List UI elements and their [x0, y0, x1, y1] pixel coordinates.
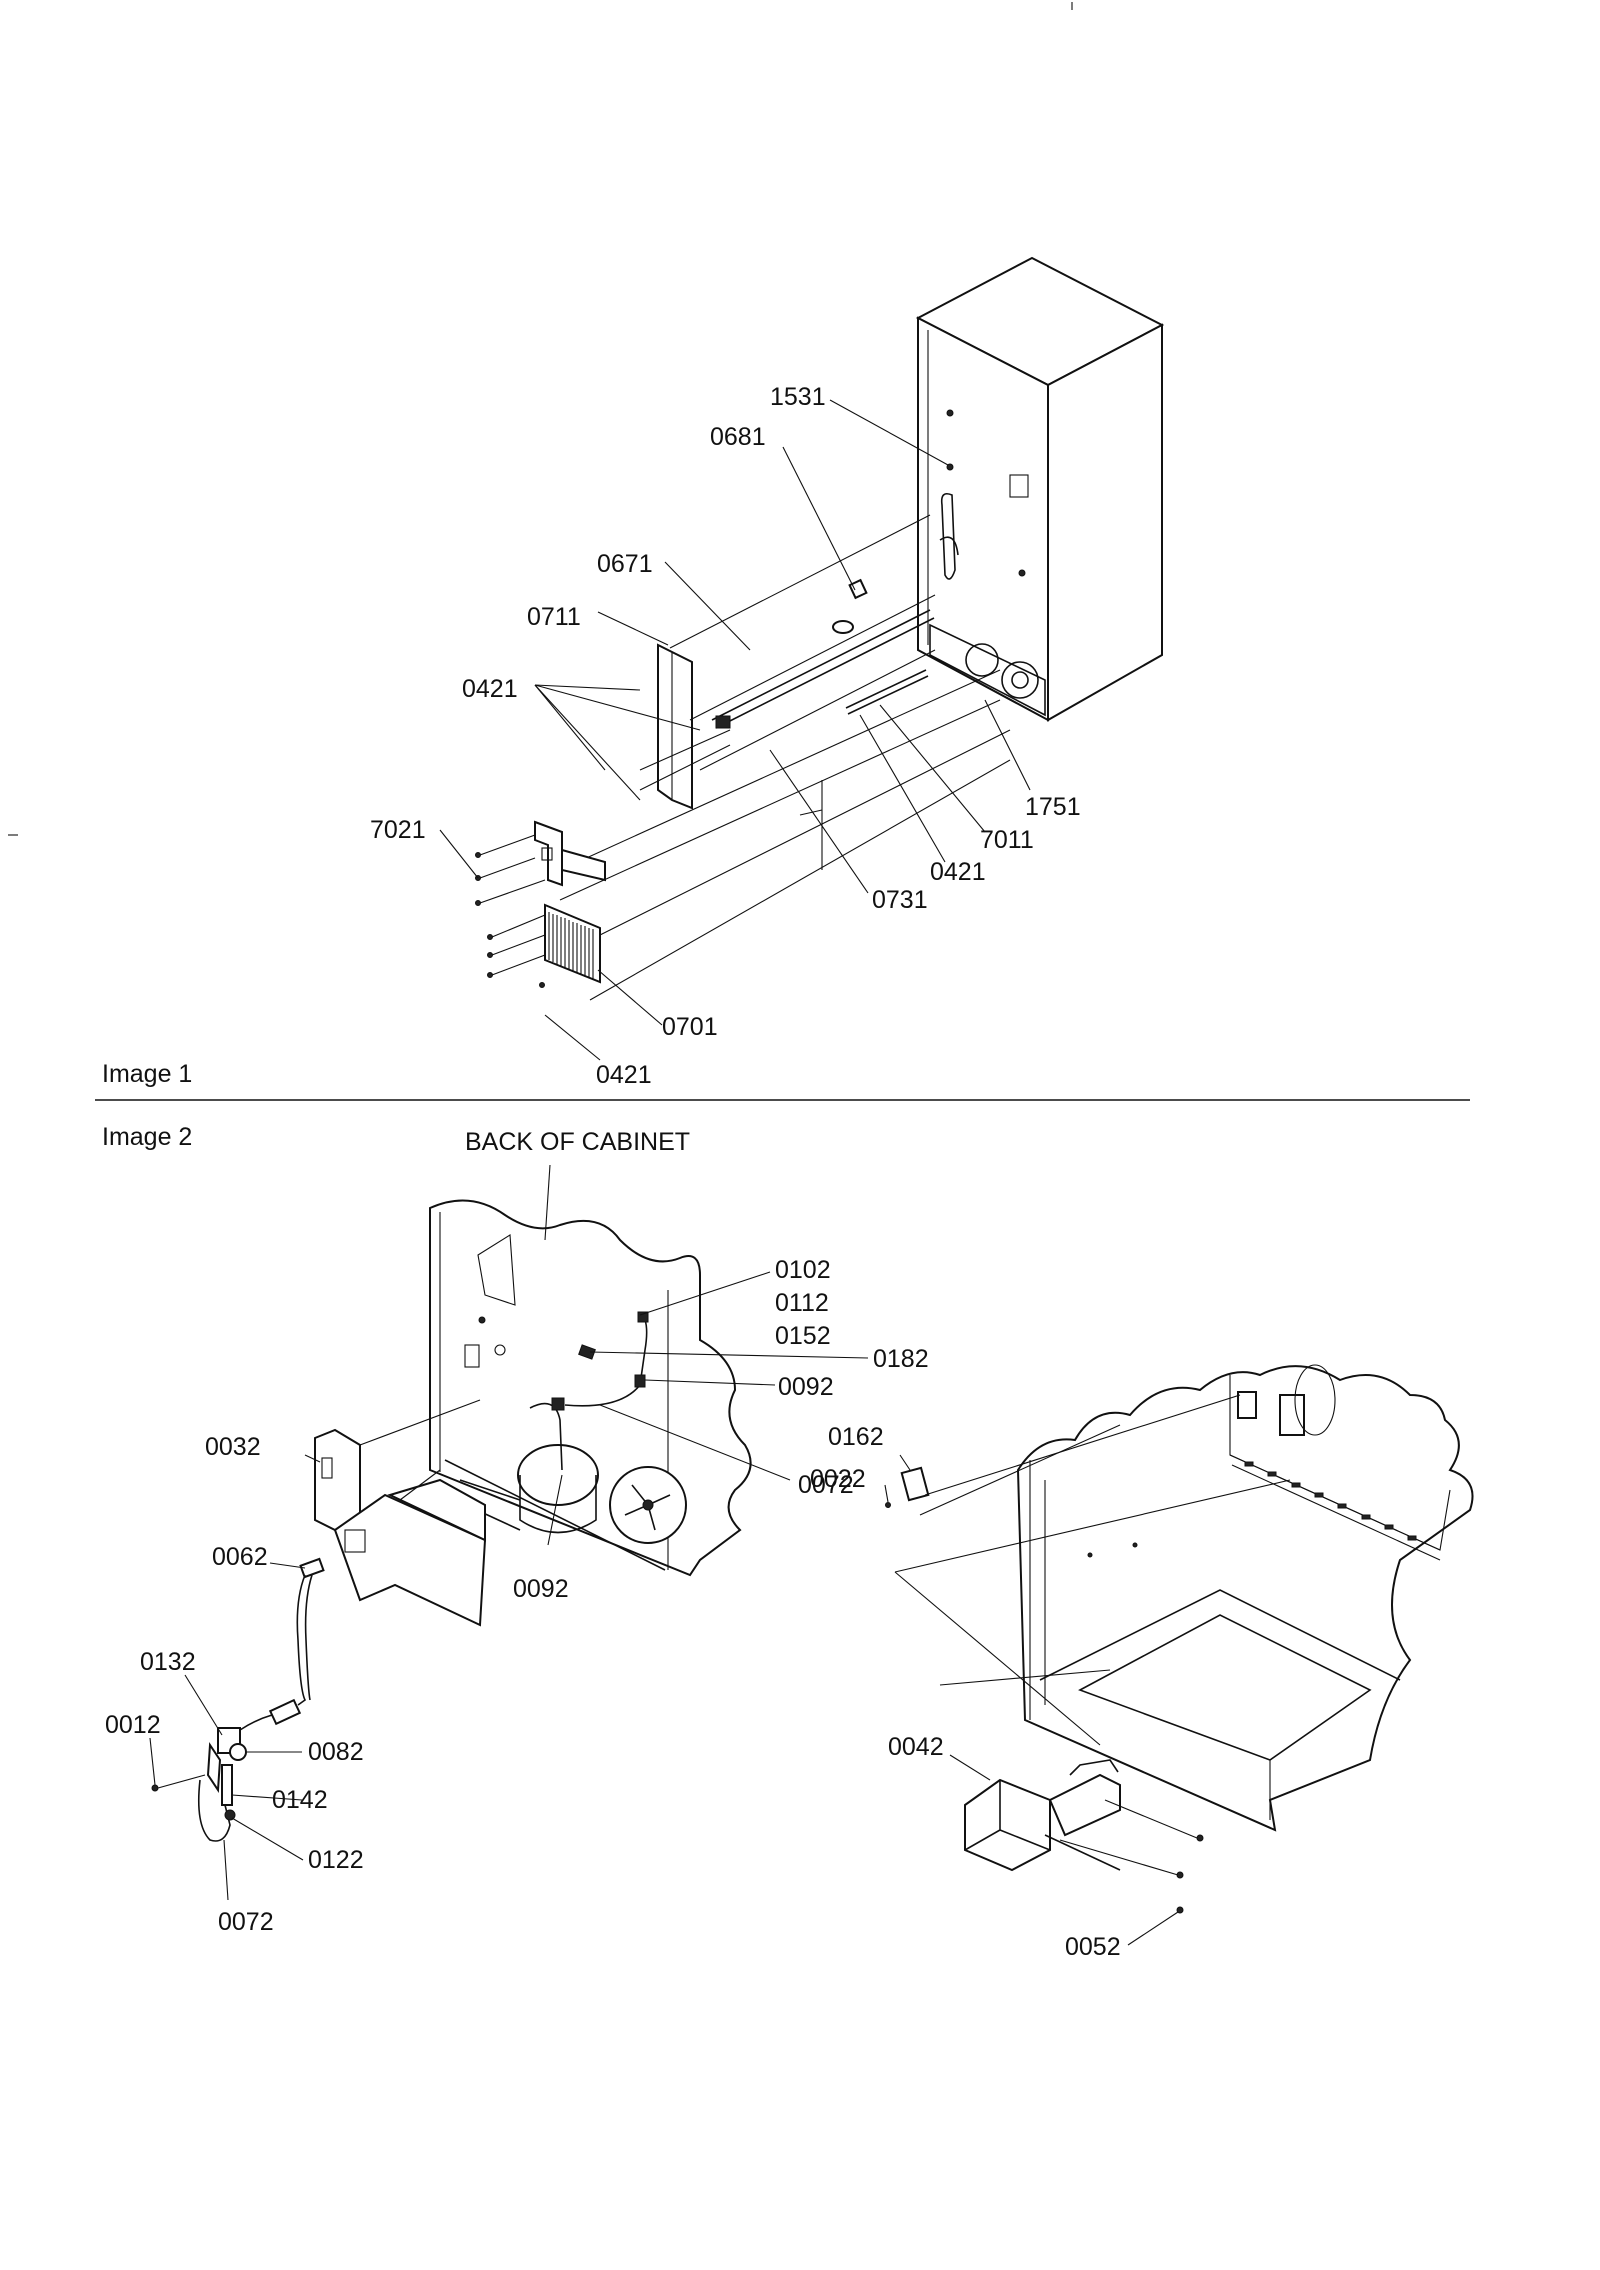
- image1-leaders: [439, 399, 1031, 1061]
- bracket-panel: [314, 1399, 487, 1627]
- callout-0102: 0102: [775, 1256, 831, 1284]
- callout-0082: 0082: [308, 1738, 364, 1766]
- callout-0731: 0731: [872, 886, 928, 914]
- image2-left-leaders: [149, 1164, 869, 1901]
- rod: [845, 669, 929, 715]
- callout-0671: 0671: [597, 550, 653, 578]
- callout-0052: 0052: [1065, 1933, 1121, 1961]
- callout-7021: 7021: [370, 816, 426, 844]
- icemaker-assembly: [964, 1759, 1121, 1872]
- callout-0701: 0701: [662, 1013, 718, 1041]
- callout-0421-b: 0421: [930, 858, 986, 886]
- callout-1531: 1531: [770, 383, 826, 411]
- callout-0112: 0112: [775, 1289, 829, 1317]
- callout-7011: 7011: [980, 826, 1034, 854]
- image1-caption: Image 1: [102, 1060, 192, 1088]
- callout-0421-c: 0421: [596, 1061, 652, 1089]
- callout-0022: 0022: [810, 1465, 866, 1493]
- callout-0092-b: 0092: [513, 1575, 569, 1603]
- callout-0152: 0152: [775, 1322, 831, 1350]
- callout-0711: 0711: [527, 603, 581, 631]
- back-of-cabinet-heading: BACK OF CABINET: [465, 1128, 690, 1156]
- screws-left: [475, 834, 546, 988]
- bracket: [534, 820, 606, 887]
- callout-0062: 0062: [212, 1543, 268, 1571]
- screw-part: [832, 578, 868, 634]
- assembly-lines: [559, 514, 1011, 1001]
- callout-1751: 1751: [1025, 793, 1081, 821]
- callout-0092-a: 0092: [778, 1373, 834, 1401]
- callout-0012: 0012: [105, 1711, 161, 1739]
- callout-0032: 0032: [205, 1433, 261, 1461]
- callout-0182: 0182: [873, 1345, 929, 1373]
- callout-0681: 0681: [710, 423, 766, 451]
- callout-0421-a: 0421: [462, 675, 518, 703]
- light-switch: [885, 1466, 930, 1508]
- water-valve-assembly: [151, 1557, 325, 1842]
- callout-0072-b: 0072: [218, 1908, 274, 1936]
- callout-0042: 0042: [888, 1733, 944, 1761]
- refrigerator-cabinet: [915, 256, 1165, 722]
- callout-0162: 0162: [828, 1423, 884, 1451]
- image2-freezer-compartment: [1016, 1364, 1474, 1832]
- image2-right-leaders: [884, 1394, 1291, 1946]
- callout-0132: 0132: [140, 1648, 196, 1676]
- toe-grille: [544, 903, 601, 984]
- image2-back-of-cabinet: [429, 1199, 752, 1577]
- image1-illustration: 1531 0681 0671 0711 0421 7021 1751 7011 …: [370, 256, 1165, 1089]
- callout-0122: 0122: [308, 1846, 364, 1874]
- back-panel: [657, 643, 693, 810]
- callout-0072-a: 0072: [798, 1471, 854, 1499]
- drain-tube: [711, 609, 935, 729]
- callout-0142: 0142: [272, 1786, 328, 1814]
- image2-caption: Image 2: [102, 1123, 192, 1151]
- icemaker-screws: [1059, 1799, 1204, 1914]
